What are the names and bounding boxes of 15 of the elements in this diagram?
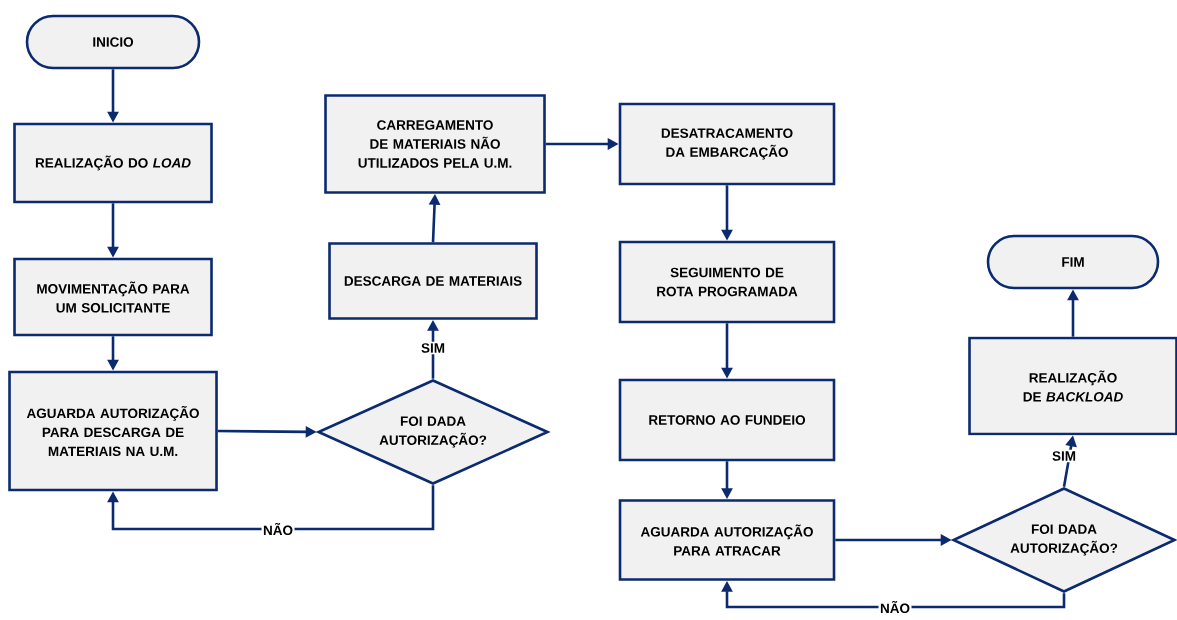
process-box: AGUARDA AUTORIZAÇÃO PARA ATRACAR [618, 499, 836, 581]
process-box: MOVIMENTAÇÃO PARA UM SOLICITANTE [13, 257, 213, 337]
edge-label: NÃO [261, 521, 295, 537]
edge-label: SIM [419, 341, 447, 355]
edge-label: SIM [1050, 449, 1078, 463]
process-box: DESCARGA DE MATERIAIS [328, 242, 538, 320]
process-box: SEGUIMENTO DE ROTA PROGRAMADA [618, 240, 836, 324]
process-box: REALIZAÇÃO DE BACKLOAD [968, 336, 1177, 436]
process-box: RETORNO AO FUNDEIO [618, 378, 836, 462]
arrow [107, 485, 435, 531]
process-box: AGUARDA AUTORIZAÇÃO PARA DESCARGA DE MATERIAIS NA U.M. [8, 370, 218, 492]
edge-label: NÃO [878, 599, 912, 615]
process-box: DESATRACAMENTO DA EMBARCAÇÃO [618, 102, 836, 186]
process-box: REALIZAÇÃO DO LOAD [13, 122, 213, 204]
process-box: CARREGAMENTO DE MATERIAIS NÃO UTILIZADOS PELA U.M. [324, 94, 546, 194]
